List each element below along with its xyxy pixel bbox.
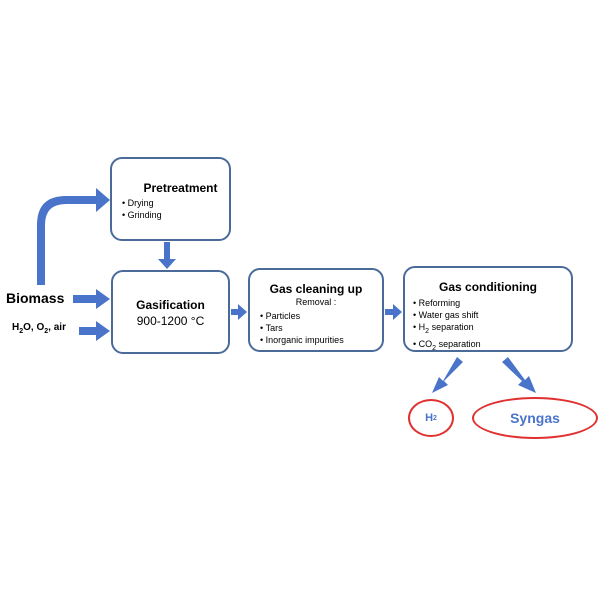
gas-cleaning-box: Gas cleaning up Removal : Particles Tars… <box>248 268 384 352</box>
arrow-conditioning-to-h2 <box>432 357 463 393</box>
pretreatment-list: Drying Grinding <box>122 197 229 221</box>
arrow-biomass-to-gasification <box>73 289 110 309</box>
item-text-post: separation <box>429 322 474 332</box>
gas-input-subscript: 2 <box>44 328 49 335</box>
biomass-label: Biomass <box>6 290 65 306</box>
list-item: Inorganic impurities <box>260 334 382 346</box>
item-subscript: 2 <box>432 344 437 352</box>
arrow-gasification-to-cleaning <box>231 304 247 320</box>
item-text-pre: CO <box>418 338 433 349</box>
syngas-product-ellipse: Syngas <box>472 397 598 439</box>
gas-cleaning-list: Particles Tars Inorganic impurities <box>260 310 382 346</box>
list-item: Drying <box>122 197 229 209</box>
gas-conditioning-title: Gas conditioning <box>439 280 537 294</box>
gas-inputs-label: H2O, O2, air <box>12 322 66 335</box>
pretreatment-title: Pretreatment <box>143 181 218 195</box>
gas-cleaning-subtitle: Removal : <box>295 297 337 307</box>
gasification-temperature: 900-1200 °C <box>136 314 205 328</box>
h2-subscript: 2 <box>433 414 437 422</box>
pretreatment-box: Pretreatment Drying Grinding <box>110 157 231 241</box>
list-item: CO2 separation <box>413 338 571 355</box>
list-item: Particles <box>260 310 382 322</box>
gasification-title: Gasification <box>136 298 205 312</box>
gas-conditioning-list: Reforming Water gas shift H2 separation … <box>413 297 571 355</box>
list-item: Reforming <box>413 297 571 309</box>
list-item: Grinding <box>122 209 229 221</box>
gas-conditioning-box: Gas conditioning Reforming Water gas shi… <box>403 266 573 352</box>
list-item: Tars <box>260 322 382 334</box>
item-subscript: 2 <box>425 327 430 335</box>
arrow-gas-inputs-to-gasification <box>79 321 110 341</box>
arrow-cleaning-to-conditioning <box>385 304 402 320</box>
arrow-biomass-to-pretreatment <box>37 188 110 285</box>
gasification-box: Gasification 900-1200 °C <box>111 270 230 354</box>
h2-text: H <box>425 412 434 424</box>
syngas-text: Syngas <box>510 410 560 426</box>
gas-input-part: H <box>12 322 20 333</box>
item-text-pre: H <box>418 322 426 332</box>
arrow-conditioning-to-syngas <box>502 357 536 393</box>
gas-cleaning-title: Gas cleaning up <box>269 282 363 296</box>
gas-input-part: , air <box>48 322 66 333</box>
gas-input-subscript: 2 <box>19 328 24 335</box>
list-item: H2 separation <box>413 321 571 338</box>
arrow-pretreatment-to-gasification <box>158 242 176 269</box>
item-text-post: separation <box>436 338 481 349</box>
list-item: Water gas shift <box>413 309 571 321</box>
gas-input-part: O, O <box>23 322 45 333</box>
